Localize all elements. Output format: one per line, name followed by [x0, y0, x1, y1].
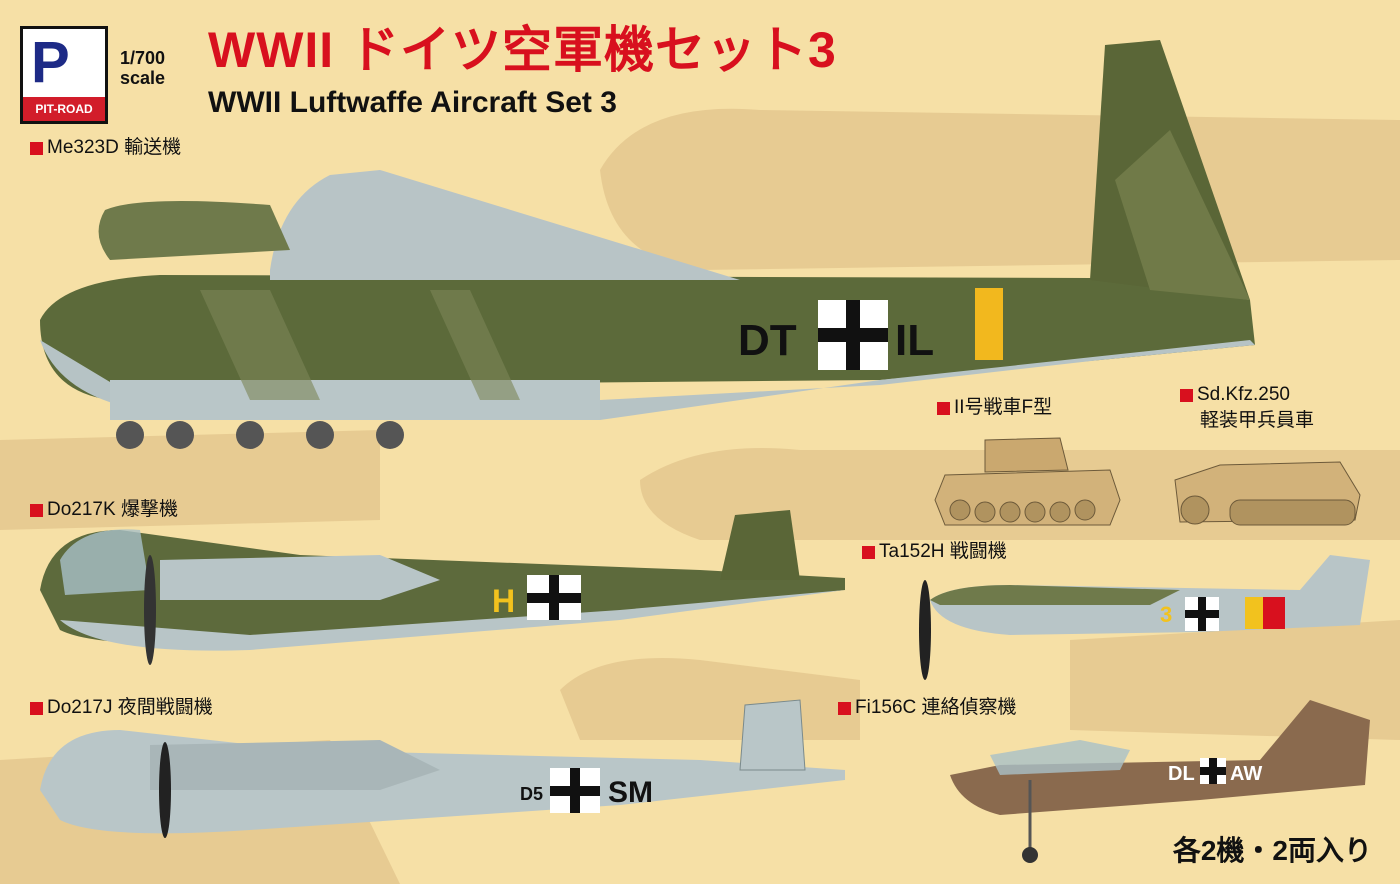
do217k-aircraft: H — [40, 510, 845, 665]
me323-marking-left: DT — [738, 316, 797, 365]
bullet-square — [838, 701, 851, 715]
label-text: Do217J 夜間戦闘機 — [47, 697, 213, 718]
bullet-square — [30, 503, 43, 517]
label-panzer-ii: II号戦車F型 — [937, 396, 1052, 420]
brand-name: PIT-ROAD — [23, 97, 105, 121]
title-english: WWII Luftwaffe Aircraft Set 3 — [208, 86, 617, 119]
panzer-ii-tank — [934, 437, 1121, 526]
label-text: Do217K 爆撃機 — [47, 499, 178, 520]
balkenkreuz-insignia — [818, 300, 888, 370]
label-text: Sd.Kfz.250 — [1197, 384, 1290, 405]
bullet-square — [862, 545, 875, 559]
logo-letter: P — [31, 30, 70, 95]
do217j-marking-left: D5 — [520, 784, 543, 804]
label-text: Me323D 輸送機 — [47, 137, 182, 158]
bullet-square — [937, 401, 950, 415]
label-me323d: Me323D 輸送機 — [30, 136, 181, 160]
me323d-aircraft: DT IL — [40, 40, 1255, 449]
do217j-marking-right: SM — [608, 776, 653, 809]
ta152h-aircraft: 3 — [919, 555, 1370, 680]
label-sdkfz250: Sd.Kfz.250 軽装甲兵員車 — [1180, 382, 1314, 434]
title-japanese: WWII ドイツ空軍機セット3 — [208, 22, 837, 78]
pit-road-logo: P PIT-ROAD — [20, 26, 108, 124]
do217j-aircraft: D5 SM — [40, 699, 845, 838]
do217k-marking: H — [492, 583, 515, 619]
quantity-note: 各2機・2両入り — [1172, 835, 1372, 866]
me323-marking-right: IL — [895, 316, 934, 365]
balkenkreuz-insignia — [1185, 597, 1219, 631]
scale-label: 1/700 scale — [120, 48, 165, 88]
label-do217j: Do217J 夜間戦闘機 — [30, 696, 213, 720]
balkenkreuz-insignia — [527, 575, 581, 620]
balkenkreuz-insignia — [550, 768, 600, 813]
label-fi156c: Fi156C 連絡偵察機 — [838, 696, 1017, 720]
label-text: II号戦車F型 — [954, 397, 1053, 418]
bullet-square — [30, 701, 43, 715]
label-do217k: Do217K 爆撃機 — [30, 498, 178, 522]
scale-ratio: 1/700 — [120, 48, 166, 68]
fi156-marking-right: AW — [1230, 763, 1262, 785]
label-text: Fi156C 連絡偵察機 — [855, 697, 1017, 718]
bullet-square — [30, 141, 43, 155]
me323-wheels — [116, 421, 404, 449]
label-text-line2: 軽装甲兵員車 — [1200, 410, 1315, 431]
sdkfz250-halftrack — [1174, 461, 1361, 526]
balkenkreuz-insignia — [1200, 758, 1226, 784]
bullet-square — [1180, 388, 1193, 402]
label-text: Ta152H 戦闘機 — [879, 541, 1007, 562]
label-ta152h: Ta152H 戦闘機 — [862, 540, 1007, 564]
ta152-marking: 3 — [1160, 602, 1172, 627]
scale-word: scale — [120, 68, 166, 88]
fi156-marking-left: DL — [1168, 763, 1195, 785]
fi156c-aircraft: DL AW — [950, 700, 1370, 863]
